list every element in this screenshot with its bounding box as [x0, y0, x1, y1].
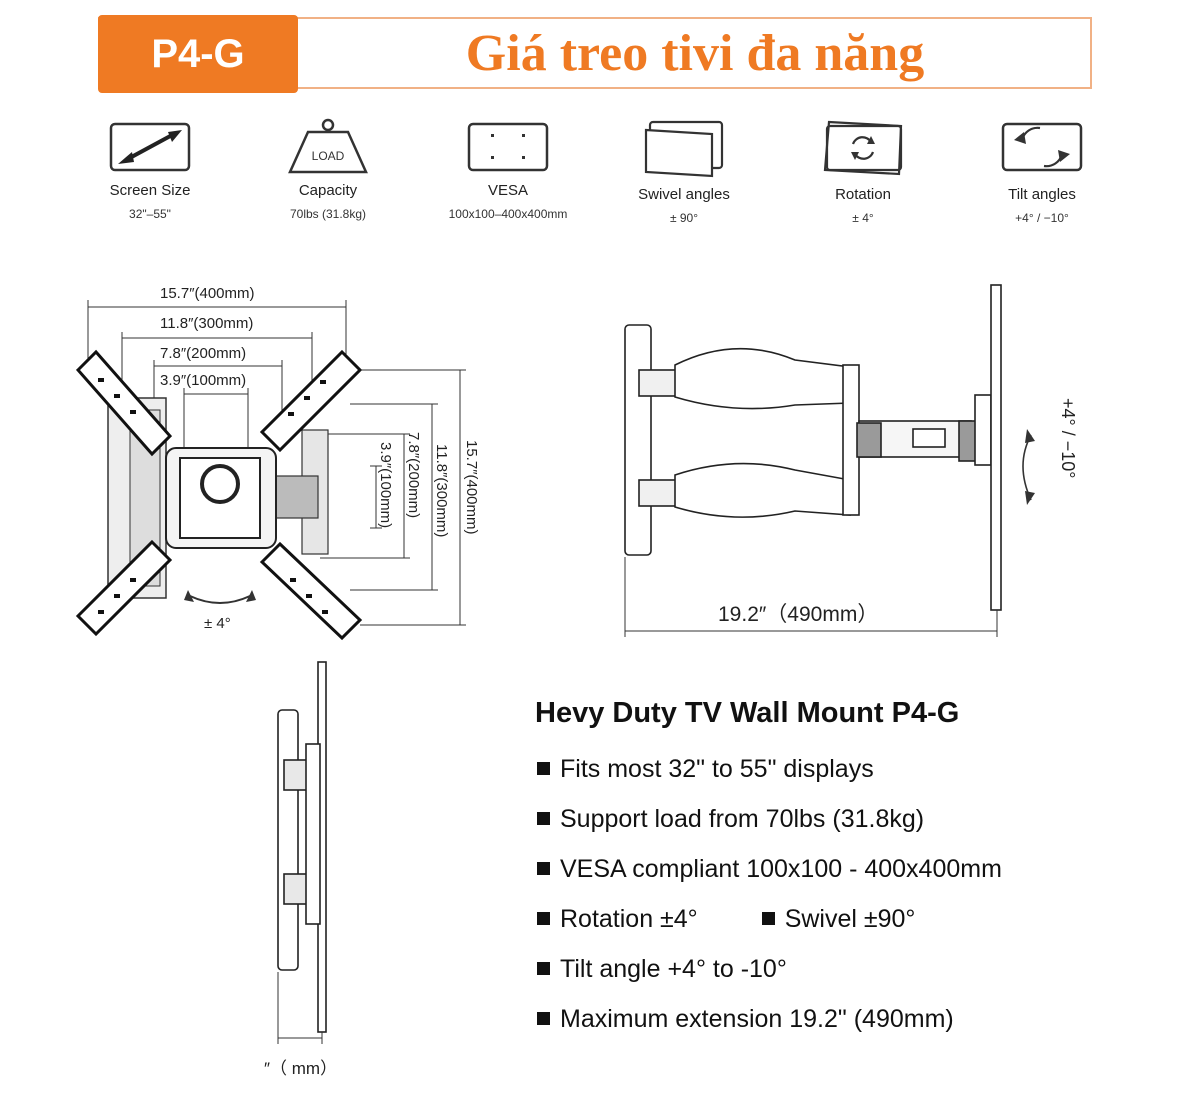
bullet-icon: [537, 812, 550, 825]
spec-swivel: Swivel angles ± 90°: [594, 118, 774, 225]
front-vdim-2: 7.8″(200mm): [405, 432, 422, 519]
collapsed-view-drawing: [277, 661, 327, 1044]
screen-size-icon: [109, 122, 191, 172]
bullet-icon: [537, 962, 550, 975]
bullet-icon: [537, 762, 550, 775]
list-item: Support load from 70lbs (31.8kg): [537, 802, 1002, 852]
spec-label: Capacity: [298, 182, 358, 199]
feature-text: Support load from 70lbs (31.8kg): [560, 805, 925, 833]
swivel-icon: [644, 120, 724, 178]
bullet-icon: [761, 912, 775, 925]
rotation-label: ± 4°: [204, 615, 231, 632]
load-weight-icon: LOAD: [288, 118, 368, 174]
side-view-drawing: [624, 284, 1035, 637]
list-item: Tilt angle +4° to -10°: [537, 952, 1002, 1002]
list-item: VESA compliant 100x100 - 400x400mm: [537, 852, 1002, 902]
spec-label: Screen Size: [109, 182, 191, 199]
feature-text: Maximum extension 19.2" (490mm): [560, 1005, 954, 1033]
secondary-feature: Swivel ±90°: [761, 902, 916, 936]
front-hdim-1: 15.7″(400mm): [160, 285, 255, 302]
front-hdim-3: 7.8″(200mm): [160, 345, 247, 362]
feature-text: VESA compliant 100x100 - 400x400mm: [560, 855, 1002, 883]
features-title: Hevy Duty TV Wall Mount P4-G: [535, 697, 960, 729]
front-hdim-4: 3.9″(100mm): [160, 372, 247, 389]
bullet-icon: [537, 862, 550, 875]
spec-tilt: Tilt angles +4° / −10°: [952, 118, 1132, 225]
spec-value: ± 4°: [852, 211, 874, 225]
bullet-icon: [537, 1012, 550, 1025]
feature-text: Rotation ±4°: [560, 905, 698, 933]
front-hdim-2: 11.8″(300mm): [160, 315, 254, 332]
spec-label: Tilt angles: [1008, 186, 1076, 203]
spec-value: 70lbs (31.8kg): [289, 207, 367, 221]
vesa-icon: [467, 122, 549, 172]
tilt-label: +4° / −10°: [1058, 398, 1078, 479]
spec-label: Swivel angles: [638, 186, 730, 203]
load-icon-text: LOAD: [312, 149, 345, 163]
spec-value: 32"–55": [129, 207, 171, 221]
spec-capacity: LOAD Capacity 70lbs (31.8kg): [238, 118, 418, 221]
spec-rotation: Rotation ± 4°: [773, 118, 953, 225]
front-vdim-3: 11.8″(300mm): [433, 444, 450, 538]
feature-text: Swivel ±90°: [784, 905, 916, 933]
spec-value: 100x100–400x400mm: [448, 207, 568, 221]
front-vdim-4: 15.7″(400mm): [463, 440, 480, 535]
feature-text: Tilt angle +4° to -10°: [560, 955, 787, 983]
page-title: Giá treo tivi đa năng: [465, 24, 925, 82]
front-vdim-1: 3.9″(100mm): [377, 442, 394, 529]
list-item: Fits most 32" to 55" displays: [537, 752, 1002, 802]
front-view-drawing: [75, 300, 466, 641]
spec-label: VESA: [487, 182, 529, 199]
model-badge: P4-G: [98, 15, 298, 93]
features-list: Fits most 32" to 55" displays Support lo…: [537, 752, 1002, 1052]
list-item: Maximum extension 19.2" (490mm): [537, 1002, 1002, 1052]
spec-vesa: VESA 100x100–400x400mm: [418, 118, 598, 221]
feature-text: Fits most 32" to 55" displays: [560, 755, 874, 783]
spec-screen-size: Screen Size 32"–55": [60, 118, 240, 221]
depth-label: ″（ mm）: [264, 1059, 338, 1078]
extension-label: 19.2″（490mm）: [718, 603, 879, 626]
bullet-icon: [537, 912, 550, 925]
spec-value: ± 90°: [669, 211, 699, 225]
spec-label: Rotation: [835, 186, 891, 203]
spec-value: +4° / −10°: [1015, 211, 1069, 225]
list-item: Rotation ±4° Swivel ±90°: [537, 902, 1002, 952]
rotation-icon: [823, 120, 903, 176]
tilt-icon: [1001, 122, 1083, 172]
